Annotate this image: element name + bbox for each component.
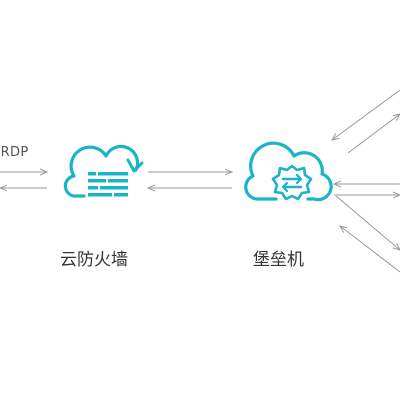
protocol-label: /RDP <box>0 145 29 160</box>
arrow-server-upper-to-bastion <box>332 89 400 140</box>
cloud-bastion-icon <box>244 141 333 202</box>
cloud-firewall-icon <box>63 144 144 198</box>
arrow-server-lower-to-bastion <box>340 226 400 273</box>
arrow-bastion-to-server-lower <box>335 195 400 250</box>
firewall-label: 云防火墙 <box>60 250 128 270</box>
bastion-label: 堡垒机 <box>253 250 304 270</box>
arrow-bastion-to-server-upper <box>347 114 400 154</box>
